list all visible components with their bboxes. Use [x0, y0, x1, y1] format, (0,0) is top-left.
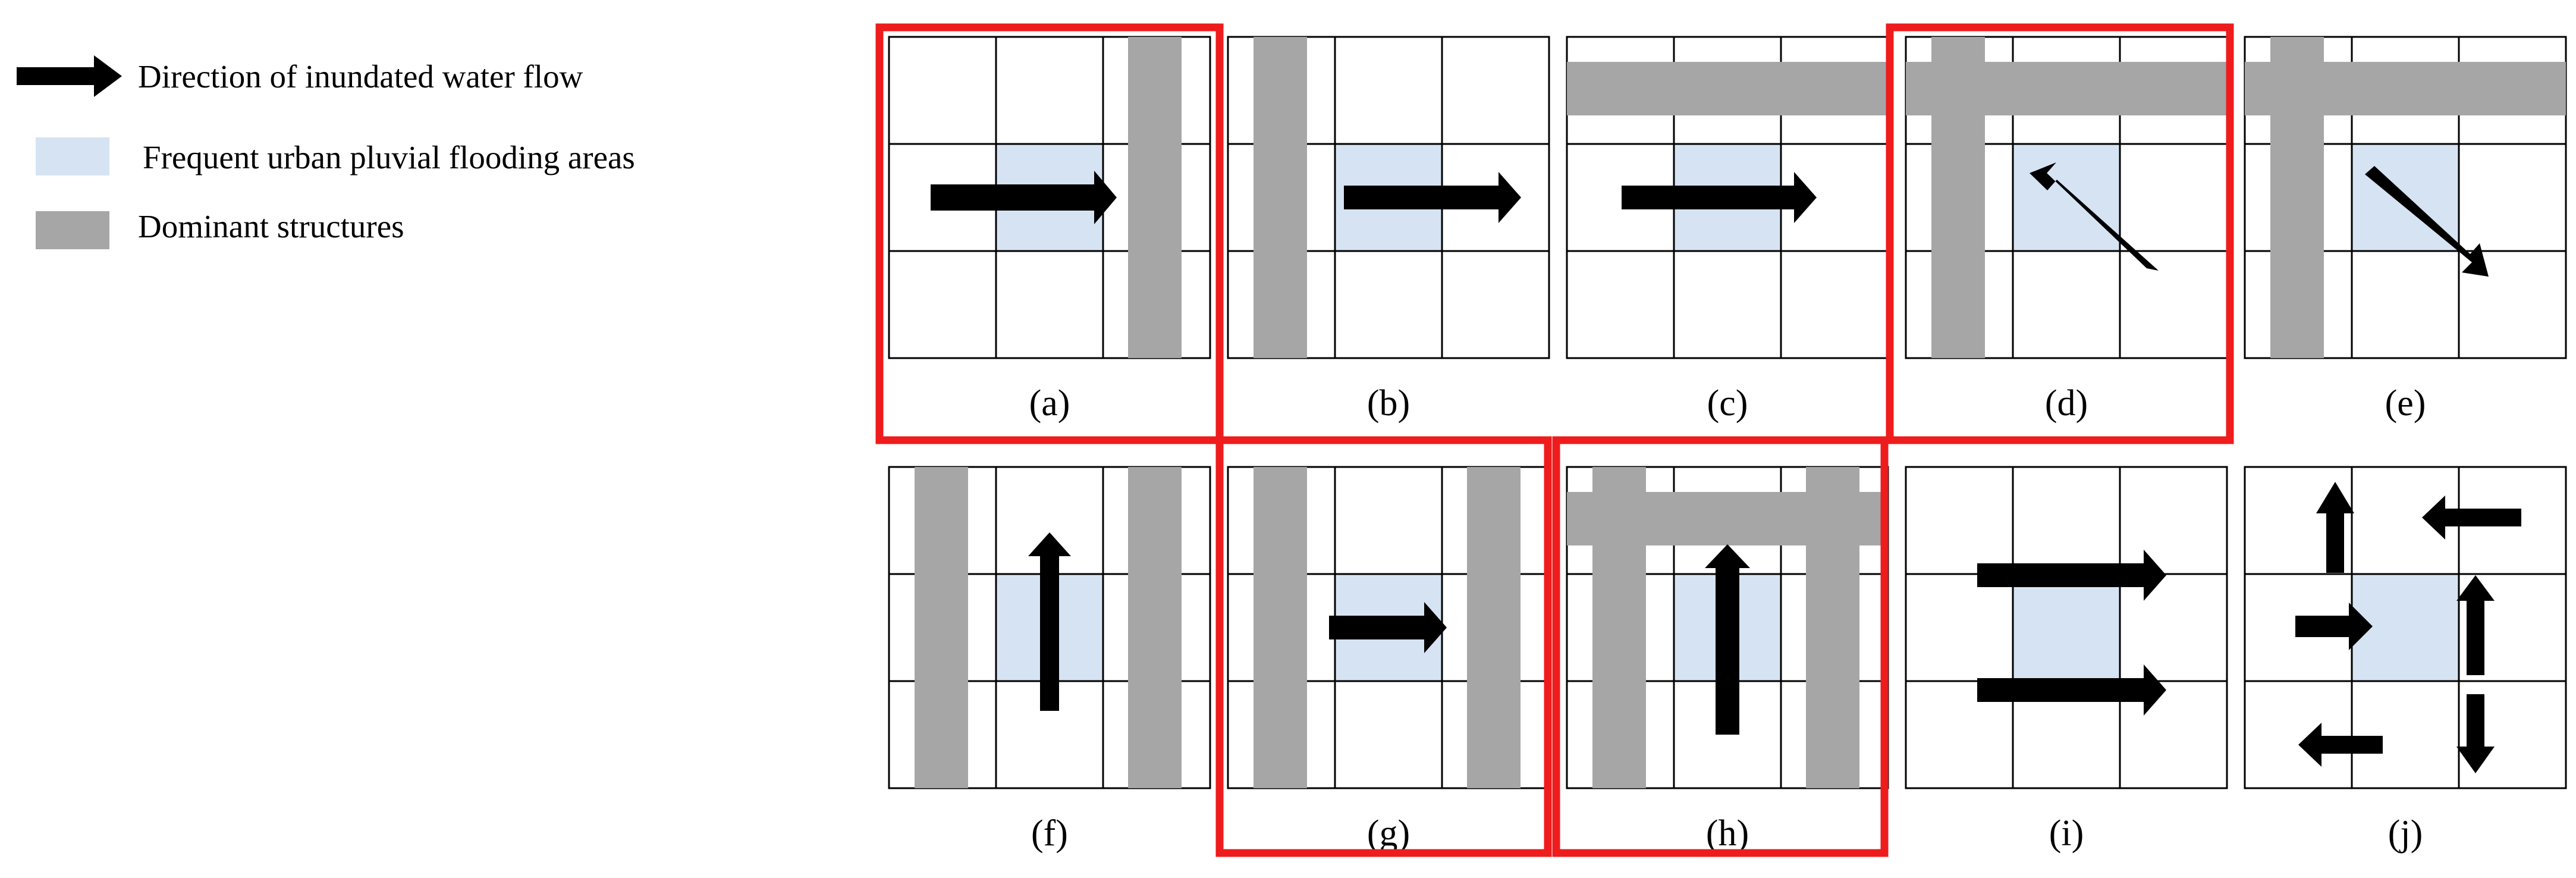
grid: [1227, 36, 1550, 359]
flood-area: [2013, 574, 2120, 681]
panel-c: (c): [1566, 36, 1889, 424]
flow-arrow-southeast-icon: [2365, 166, 2489, 277]
highlight-boxes: [875, 23, 2234, 857]
panel-caption: (j): [2388, 813, 2423, 854]
legend-flood-label: Frequent urban pluvial flooding areas: [143, 139, 635, 175]
legend-flow-label: Direction of inundated water flow: [138, 58, 583, 95]
panel-caption: (i): [2049, 813, 2084, 854]
flow-arrow-east-icon: [1329, 602, 1447, 653]
flood-area: [2013, 144, 2120, 251]
structure-left-column: [1254, 37, 1307, 358]
legend-structure-label: Dominant structures: [138, 208, 404, 244]
structure-left-column: [1592, 467, 1646, 788]
panel-h: (h): [1566, 466, 1889, 854]
structure-right-column: [1806, 467, 1859, 788]
legend-flood-swatch: [36, 137, 109, 175]
flow-arrow-east-icon: [1622, 172, 1817, 223]
panel-b: (b): [1227, 36, 1550, 424]
flow-arrow-north-icon: [1028, 532, 1071, 711]
panel-a: (a): [888, 36, 1211, 424]
panel-e: (e): [2244, 36, 2567, 424]
flow-arrow-north-icon: [2456, 575, 2495, 675]
panel-d: (d): [1905, 36, 2228, 424]
flow-arrow-east-upper-icon: [1977, 550, 2166, 601]
flow-arrow-northwest-icon: [2030, 162, 2159, 271]
flow-arrow-east-icon: [2295, 603, 2373, 650]
panel-caption: (e): [2385, 383, 2426, 424]
flow-arrow-north-icon: [1705, 544, 1750, 735]
structure-left-column: [2270, 37, 2324, 358]
structure-left-column: [1931, 37, 1985, 358]
structure-left-column: [915, 467, 968, 788]
structure-right-column: [1128, 467, 1182, 788]
panel-i: (i): [1905, 466, 2228, 854]
grid: [888, 36, 1211, 359]
structure-right-column: [1128, 37, 1182, 358]
flow-arrow-south-icon: [2456, 694, 2495, 773]
legend-structure-swatch: [36, 211, 109, 249]
panel-caption: (g): [1367, 813, 1410, 854]
flow-arrow-west-icon: [2298, 723, 2383, 767]
grid: [2244, 466, 2567, 789]
structure-top-row: [1567, 62, 1888, 115]
flow-arrow-west-icon: [2422, 496, 2521, 540]
flow-arrow-north-icon: [2316, 482, 2354, 573]
panel-caption: (f): [1031, 813, 1068, 854]
panel-caption: (c): [1707, 383, 1748, 424]
panel-caption: (h): [1706, 813, 1749, 854]
highlight-box-h: [1552, 436, 1889, 857]
flow-arrow-east-icon: [931, 171, 1117, 224]
panel-g: (g): [1227, 466, 1550, 854]
flow-arrow-east-lower-icon: [1977, 664, 2166, 716]
highlight-box-d: [1886, 23, 2234, 444]
highlight-box-a: [875, 23, 1224, 444]
highlight-box-g: [1215, 436, 1552, 857]
legend-arrow-icon: [17, 55, 122, 97]
panel-caption: (b): [1367, 383, 1410, 424]
panel-caption: (a): [1029, 383, 1070, 424]
panel-caption: (d): [2045, 383, 2088, 424]
flow-arrow-east-icon: [1344, 172, 1521, 223]
panel-f: (f): [888, 466, 1211, 854]
structure-right-column: [1467, 467, 1521, 788]
structure-left-column: [1254, 467, 1307, 788]
legend: Direction of inundated water flow Freque…: [17, 55, 635, 249]
panel-j: (j): [2244, 466, 2567, 854]
